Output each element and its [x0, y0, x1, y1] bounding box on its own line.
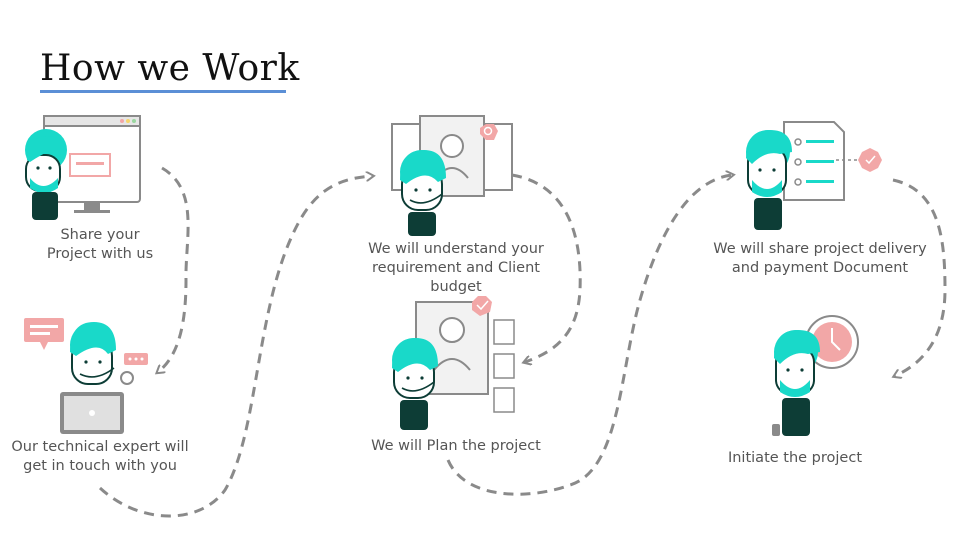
step-2-label: Our technical expert will get in touch w… — [11, 439, 189, 474]
step-3-label: We will understand your requirement and … — [368, 241, 544, 295]
step-5-label: We will share project delivery and payme… — [713, 241, 927, 276]
connector-5-6 — [893, 178, 947, 376]
step-4-icon — [392, 296, 515, 430]
step-6-icon — [772, 315, 859, 436]
step-3-icon — [391, 115, 513, 236]
step-1-label: Share your Project with us — [46, 227, 154, 262]
connector-1-2 — [158, 166, 190, 372]
step-5-icon — [746, 121, 882, 230]
step-4-label: We will Plan the project — [371, 438, 541, 454]
step-2-icon — [24, 318, 148, 434]
step-1-icon — [25, 115, 141, 220]
title-underline — [40, 90, 286, 93]
flow-connectors — [98, 166, 947, 518]
step-6-label: Initiate the project — [727, 450, 863, 466]
page-title: How we Work — [40, 48, 300, 89]
connector-2-3 — [98, 176, 372, 518]
connector-3-4 — [511, 173, 582, 362]
connector-4-5 — [446, 175, 732, 496]
